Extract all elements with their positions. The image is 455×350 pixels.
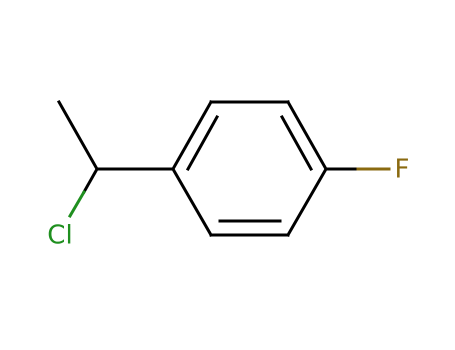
bond-methyl-ch: [56, 99, 100, 172]
ring-bond-4: [285, 166, 329, 238]
ring-bond-3: [285, 99, 329, 172]
ring-double-bond-top-left: [185, 114, 220, 172]
atom-label-chlorine: Cl: [47, 221, 72, 251]
ring-bond-1: [170, 99, 214, 172]
bond-c-cl-chlorine-half: [67, 189, 87, 219]
ring-double-bond-right: [279, 114, 314, 172]
ring-bond-6: [170, 166, 214, 238]
atom-label-fluorine: F: [395, 155, 410, 185]
bond-c-cl-carbon-half: [81, 166, 100, 195]
